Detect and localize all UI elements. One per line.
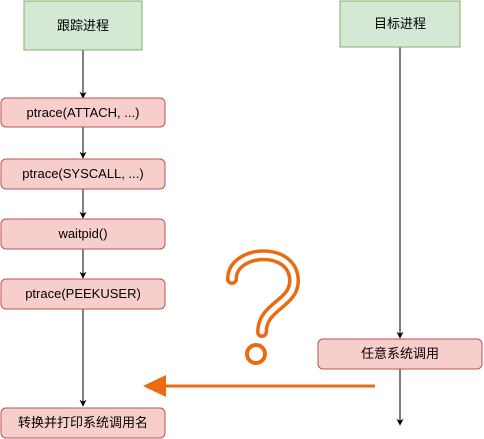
step-label: ptrace(PEEKUSER) bbox=[25, 286, 141, 301]
step-ptrace-peekuser: ptrace(PEEKUSER) bbox=[0, 278, 166, 310]
tracer-lane-header: 跟踪进程 bbox=[23, 0, 143, 51]
step-ptrace-attach: ptrace(ATTACH, ...) bbox=[0, 97, 166, 128]
target-event-label: 任意系统调用 bbox=[361, 346, 439, 361]
target-lane-title: 目标进程 bbox=[374, 16, 426, 31]
step-label: ptrace(ATTACH, ...) bbox=[27, 105, 140, 120]
notify-arrow bbox=[143, 375, 375, 397]
step-label: ptrace(SYSCALL, ...) bbox=[22, 166, 143, 181]
target-lane-header: 目标进程 bbox=[339, 0, 461, 48]
tracer-lane-title: 跟踪进程 bbox=[57, 18, 109, 33]
question-mark-icon bbox=[226, 249, 300, 365]
step-print-syscall-name: 转换并打印系统调用名 bbox=[0, 407, 166, 439]
step-label: waitpid() bbox=[57, 226, 107, 241]
step-ptrace-syscall: ptrace(SYSCALL, ...) bbox=[0, 158, 166, 190]
step-label: 转换并打印系统调用名 bbox=[18, 415, 148, 430]
step-waitpid: waitpid() bbox=[0, 218, 166, 250]
target-syscall-event: 任意系统调用 bbox=[317, 338, 483, 370]
